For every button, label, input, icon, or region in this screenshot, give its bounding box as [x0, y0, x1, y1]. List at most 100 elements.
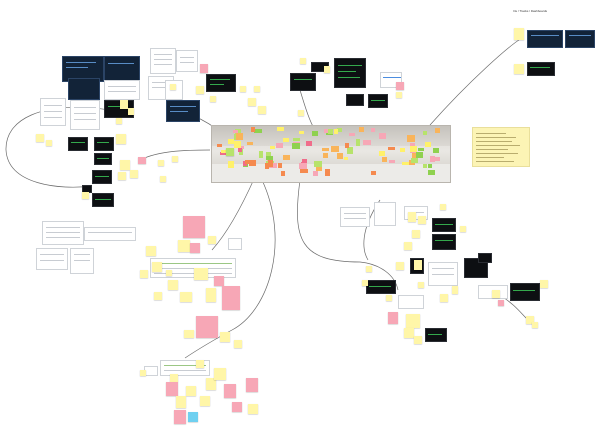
sticky-note[interactable] [170, 84, 176, 90]
sticky-note[interactable] [514, 64, 524, 74]
terminal-screenshot-right-7[interactable] [510, 283, 540, 301]
pink-sticky-note[interactable] [388, 312, 398, 324]
terminal-screenshot-left-3[interactable] [94, 153, 112, 165]
table-document-right-1[interactable] [340, 207, 370, 227]
sticky-note[interactable] [414, 260, 422, 270]
chart-document-mid[interactable] [228, 238, 242, 250]
sticky-note[interactable] [418, 282, 424, 288]
sticky-note[interactable] [178, 240, 190, 252]
pink-sticky-note[interactable] [222, 286, 240, 310]
sticky-note[interactable] [152, 262, 162, 272]
pink-sticky-note[interactable] [174, 410, 186, 424]
sticky-note[interactable] [120, 160, 130, 170]
dashboard-screenshot-center-left[interactable] [166, 100, 200, 122]
sticky-note[interactable] [418, 216, 426, 224]
sticky-note[interactable] [452, 286, 458, 294]
spreadsheet-left[interactable] [104, 80, 140, 100]
sticky-note[interactable] [180, 292, 192, 302]
pink-sticky-note[interactable] [183, 216, 205, 238]
sticky-note[interactable] [140, 270, 148, 278]
sticky-note[interactable] [386, 295, 392, 301]
pink-sticky-note[interactable] [200, 64, 208, 73]
sticky-note[interactable] [406, 314, 420, 328]
sticky-note[interactable] [176, 396, 186, 408]
sticky-note[interactable] [492, 290, 500, 298]
dashboard-screenshot-top-left-2[interactable] [104, 56, 140, 82]
sticky-note[interactable] [404, 242, 412, 250]
sticky-note[interactable] [184, 330, 194, 338]
terminal-screenshot-top[interactable] [206, 74, 236, 92]
dashboard-screenshot-top-left-1[interactable] [62, 56, 104, 82]
sticky-note[interactable] [36, 134, 44, 142]
table-document-mid-left-3[interactable] [36, 248, 68, 270]
pink-sticky-note[interactable] [232, 402, 242, 412]
sticky-note[interactable] [146, 246, 156, 256]
sticky-note[interactable] [404, 328, 414, 338]
sticky-note[interactable] [324, 66, 330, 73]
dashboard-screenshot-left-3[interactable] [68, 78, 100, 100]
table-document-right-6[interactable] [398, 295, 424, 309]
terminal-screenshot-top-mid-5[interactable] [368, 94, 388, 108]
sticky-note[interactable] [186, 386, 196, 396]
sticky-note[interactable] [396, 262, 404, 270]
pink-sticky-note[interactable] [224, 384, 236, 398]
sticky-note[interactable] [166, 270, 172, 276]
sticky-note[interactable] [362, 280, 368, 286]
sticky-note[interactable] [168, 280, 178, 290]
table-document-top-left[interactable] [150, 48, 176, 74]
terminal-screenshot-left-4[interactable] [92, 170, 112, 184]
sticky-note[interactable] [298, 110, 304, 116]
sticky-note[interactable] [396, 92, 402, 98]
terminal-screenshot-left-1[interactable] [68, 137, 88, 151]
sticky-note[interactable] [532, 322, 538, 328]
sticky-note[interactable] [116, 134, 126, 144]
sticky-note[interactable] [194, 268, 208, 280]
sticky-note[interactable] [412, 230, 420, 238]
pink-sticky-note[interactable] [498, 300, 504, 306]
sticky-note[interactable] [540, 280, 548, 288]
table-document-top-left-2[interactable] [176, 50, 198, 72]
sticky-note[interactable] [408, 212, 416, 222]
table-document-mid-left[interactable] [70, 100, 100, 130]
sticky-note[interactable] [82, 192, 89, 199]
sticky-note[interactable] [234, 340, 242, 348]
sticky-note[interactable] [514, 28, 524, 40]
pink-sticky-note[interactable] [196, 316, 218, 338]
pink-sticky-note[interactable] [214, 276, 224, 286]
sticky-note[interactable] [170, 374, 178, 382]
sticky-note[interactable] [196, 86, 204, 94]
table-document-right-2[interactable] [374, 202, 396, 226]
sticky-note[interactable] [116, 118, 122, 124]
sticky-note[interactable] [210, 96, 216, 102]
pink-sticky-note[interactable] [138, 157, 146, 164]
pink-sticky-note[interactable] [396, 82, 404, 90]
notes-panel-right[interactable] [472, 127, 530, 167]
chart-document-left[interactable] [40, 98, 66, 126]
sticky-note[interactable] [300, 58, 306, 64]
terminal-screenshot-top-right[interactable] [527, 62, 555, 76]
sticky-note[interactable] [460, 226, 466, 232]
sticky-note[interactable] [154, 292, 162, 300]
sticky-note[interactable] [366, 266, 372, 272]
sticky-note[interactable] [254, 86, 260, 92]
sticky-note[interactable] [208, 236, 216, 244]
sticky-note[interactable] [128, 108, 134, 115]
dashboard-screenshot-top-right-2[interactable] [565, 30, 595, 48]
sticky-note[interactable] [158, 160, 164, 166]
sticky-note[interactable] [214, 368, 226, 380]
terminal-screenshot-right-4[interactable] [464, 258, 488, 278]
terminal-screenshot-right-8[interactable] [425, 328, 447, 342]
table-document-mid[interactable] [150, 258, 236, 278]
sticky-note[interactable] [160, 176, 166, 182]
sticky-note[interactable] [172, 156, 178, 162]
table-document-right-4[interactable] [428, 262, 458, 286]
terminal-screenshot-right-5[interactable] [478, 253, 492, 263]
table-document-mid-left-1[interactable] [42, 221, 84, 245]
terminal-screenshot-left-6[interactable] [92, 193, 114, 207]
sticky-note[interactable] [440, 204, 446, 210]
sticky-note[interactable] [440, 294, 448, 302]
terminal-screenshot-right-1[interactable] [432, 218, 456, 232]
sticky-note[interactable] [196, 360, 204, 368]
terminal-screenshot-right-2[interactable] [432, 234, 456, 250]
